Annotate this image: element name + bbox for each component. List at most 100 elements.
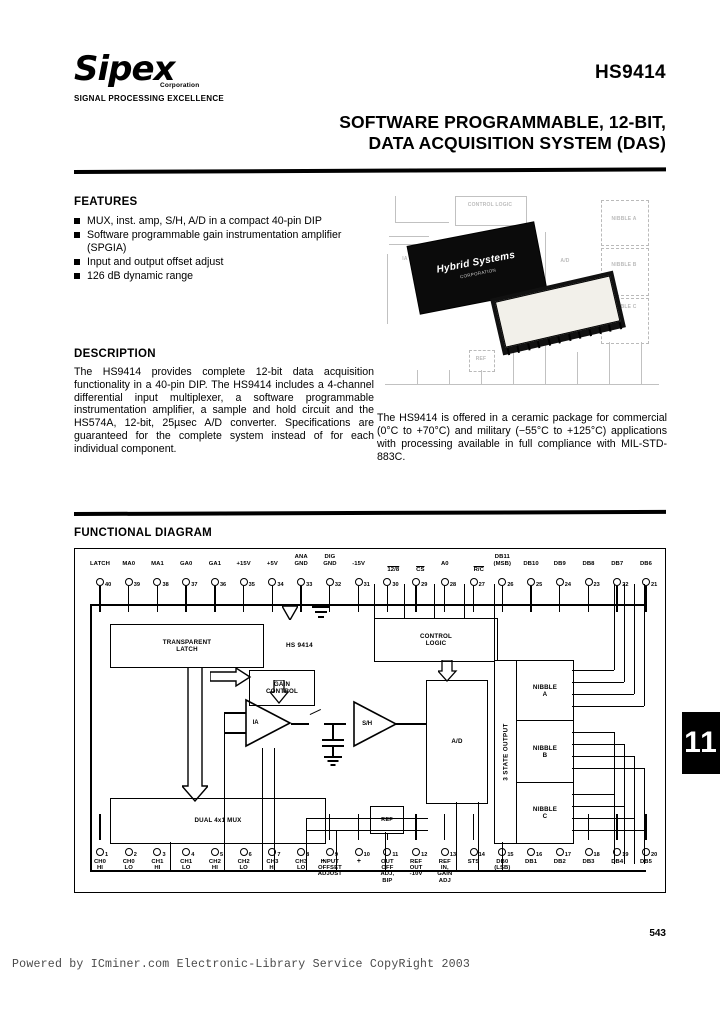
output-bus-wire <box>572 694 634 696</box>
sipex-logo: Sipex Corporation SIGNAL PROCESSING EXCE… <box>74 52 304 103</box>
pin-circle-icon <box>412 578 421 586</box>
pin-stem <box>300 586 302 612</box>
pin-circle-icon <box>642 578 650 586</box>
pin-label: GA0 <box>179 560 193 567</box>
pin-circle-icon <box>584 848 593 856</box>
output-bus-wire <box>572 682 624 684</box>
pin-circle-icon <box>440 848 449 856</box>
pin-stem <box>329 814 331 840</box>
chapter-tab: 11 <box>682 712 720 774</box>
cap-plate-bottom <box>322 745 344 747</box>
page-title-line2: DATA ACQUISITION SYSTEM (DAS) <box>368 133 666 153</box>
pin-circle-icon <box>642 848 650 856</box>
output-bus-wire <box>572 670 614 672</box>
ref-output-wire <box>385 832 387 870</box>
pin-stem <box>329 586 331 612</box>
pin-circle-icon <box>182 578 191 586</box>
photo-bg-label: NIBBLE C <box>611 304 637 310</box>
pin-label: +15V <box>236 560 251 567</box>
block-reference: REF <box>370 806 404 834</box>
ad-status-wire <box>456 802 458 870</box>
pin-number: 39 <box>133 582 140 588</box>
pin-number: 11 <box>392 852 399 858</box>
pin-number: 7 <box>277 852 281 858</box>
block-label: A/D <box>451 738 463 746</box>
pin-stem <box>386 586 388 612</box>
pin-circle-icon <box>555 578 564 586</box>
pin-number: 20 <box>651 852 658 858</box>
output-bus-riser <box>624 584 626 682</box>
pin-stem <box>645 814 647 840</box>
output-bus-riser <box>644 584 646 706</box>
square-bullet-icon <box>74 232 80 239</box>
page-title-line1: SOFTWARE PROGRAMMABLE, 12-BIT, <box>339 112 666 132</box>
pin-circle-icon <box>469 848 478 856</box>
pin-number: 2 <box>133 852 137 858</box>
logo-tagline: SIGNAL PROCESSING EXCELLENCE <box>74 94 225 103</box>
feature-text: MUX, inst. amp, S/H, A/D in a compact 40… <box>87 215 322 227</box>
pin-circle-icon <box>210 578 219 586</box>
ia-offset-wire <box>262 748 264 870</box>
gain-to-ia-arrow-icon <box>268 679 296 705</box>
pin-label: DB8 <box>582 560 595 567</box>
pin-number: 33 <box>306 582 313 588</box>
section-divider <box>73 509 667 516</box>
control-logic-feed <box>464 584 466 618</box>
pin-stem <box>587 586 590 612</box>
pin-number: 13 <box>449 852 457 858</box>
sh-to-ad-wire <box>396 723 426 725</box>
pin-stem <box>357 586 360 612</box>
pin-number: 5 <box>219 852 224 858</box>
output-bus-wire <box>572 744 624 746</box>
pin-circle-icon <box>182 848 191 856</box>
pin-stem <box>616 586 618 612</box>
photo-bg-label: IA <box>402 256 408 262</box>
feature-text: 126 dB dynamic range <box>87 269 194 282</box>
mux-to-ia-wire <box>224 712 226 870</box>
pin-number: 27 <box>478 582 485 588</box>
pin-stem <box>357 814 360 840</box>
pin-number: 29 <box>421 582 428 588</box>
pin-stem <box>558 586 561 612</box>
block-dual-mux: DUAL 4x1 MUX <box>110 798 326 844</box>
pin-number: 18 <box>593 852 600 858</box>
pin-circle-icon <box>239 848 248 856</box>
pin-number: 34 <box>277 582 284 588</box>
output-bus-drop <box>634 756 636 864</box>
pin-number: 36 <box>219 582 227 588</box>
pin-label: A0 <box>440 560 449 567</box>
pin-label: DB11(MSB) <box>493 554 512 567</box>
pin-circle-icon <box>613 578 622 586</box>
block-label: S/H <box>362 721 373 727</box>
pin-number: 31 <box>363 582 370 588</box>
logo-subtext: Corporation <box>160 82 200 89</box>
feature-item: 126 dB dynamic range <box>74 270 369 283</box>
pin-number: 3 <box>162 852 166 858</box>
pin-label: DB10 <box>523 560 539 567</box>
square-bullet-icon <box>74 258 80 265</box>
pin-circle-icon <box>383 848 392 856</box>
control-logic-feed <box>404 584 406 618</box>
pin-circle-icon <box>383 578 392 586</box>
photo-bg-label: A/D <box>560 258 570 264</box>
pin-number: 28 <box>449 582 457 588</box>
pin-label: DB3 <box>582 859 595 865</box>
pin-number: 15 <box>507 852 514 858</box>
output-bus-wire <box>572 732 614 734</box>
features-list: MUX, inst. amp, S/H, A/D in a compact 40… <box>74 215 369 282</box>
bottom-rail-wire <box>90 870 646 872</box>
pin-number: 24 <box>564 582 572 588</box>
pin-number: 6 <box>248 852 252 858</box>
pin-circle-icon <box>239 578 248 586</box>
